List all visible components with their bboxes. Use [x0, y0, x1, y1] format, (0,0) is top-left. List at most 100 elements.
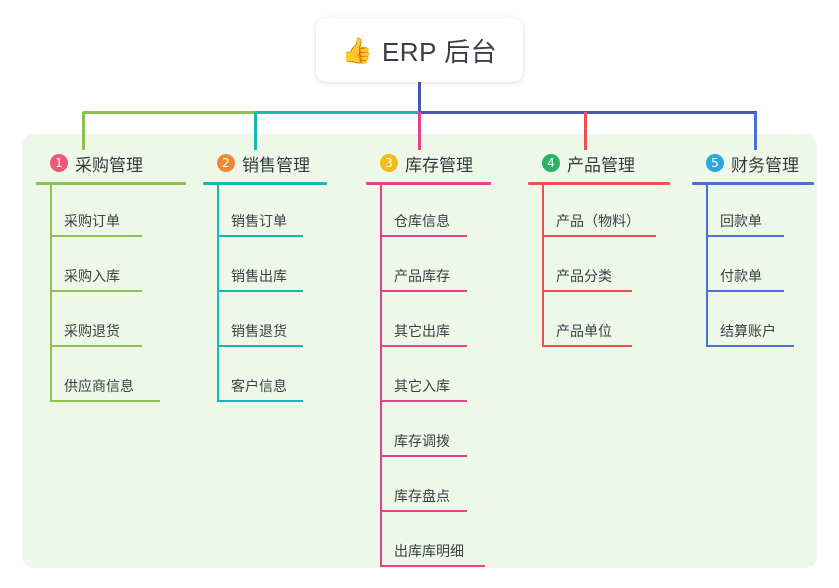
leaf-item[interactable]: 采购订单 [36, 185, 186, 240]
leaf-trunk-line-5 [706, 185, 708, 347]
leaf-item-underline [380, 455, 467, 457]
column-header-5[interactable]: 5 财务管理 [692, 150, 814, 176]
leaf-item-underline [217, 290, 303, 292]
leaf-item[interactable]: 采购退货 [36, 295, 186, 350]
leaf-item-label: 采购入库 [64, 268, 120, 284]
leaf-item[interactable]: 产品分类 [528, 240, 670, 295]
leaf-item[interactable]: 库存盘点 [366, 460, 491, 515]
leaf-item-label: 仓库信息 [394, 213, 450, 229]
leaf-item[interactable]: 仓库信息 [366, 185, 491, 240]
leaf-item[interactable]: 产品单位 [528, 295, 670, 350]
leaf-list-5: 回款单付款单结算账户 [692, 185, 814, 350]
leaf-item-underline [380, 345, 467, 347]
column-badge-icon-1: 1 [50, 154, 68, 172]
column-title-2: 销售管理 [242, 155, 310, 175]
leaf-item-label: 产品单位 [556, 323, 612, 339]
column-title-5: 财务管理 [731, 155, 799, 175]
column-3: 3 库存管理仓库信息产品库存其它出库其它入库库存调拨库存盘点出库库明细 [366, 150, 491, 570]
leaf-item-underline [380, 565, 485, 567]
leaf-item-label: 供应商信息 [64, 378, 134, 394]
leaf-item[interactable]: 产品库存 [366, 240, 491, 295]
leaf-item-underline [50, 345, 142, 347]
leaf-item[interactable]: 其它出库 [366, 295, 491, 350]
leaf-item-underline [380, 400, 467, 402]
column-title-1: 采购管理 [75, 155, 143, 175]
leaf-item-underline [542, 235, 656, 237]
leaf-item-underline [50, 290, 142, 292]
column-title-4: 产品管理 [567, 155, 635, 175]
leaf-item-underline [217, 235, 303, 237]
leaf-list-3: 仓库信息产品库存其它出库其它入库库存调拨库存盘点出库库明细 [366, 185, 491, 570]
leaf-item-label: 库存调拨 [394, 433, 450, 449]
column-header-3[interactable]: 3 库存管理 [366, 150, 491, 176]
leaf-item-underline [380, 510, 467, 512]
leaf-item-label: 销售出库 [231, 268, 287, 284]
leaf-item-underline [50, 400, 160, 402]
column-header-4[interactable]: 4 产品管理 [528, 150, 670, 176]
leaf-item-underline [380, 235, 467, 237]
leaf-item-underline [217, 400, 303, 402]
column-rule-2 [203, 182, 327, 185]
leaf-item-underline [50, 235, 142, 237]
leaf-item-underline [706, 235, 784, 237]
content-panel [22, 134, 817, 568]
leaf-trunk-line-1 [50, 185, 52, 402]
leaf-item-label: 其它入库 [394, 378, 450, 394]
root-node[interactable]: 👍 ERP 后台 [316, 18, 523, 82]
leaf-list-4: 产品（物料） 产品分类产品单位 [528, 185, 670, 350]
leaf-item[interactable]: 销售出库 [203, 240, 327, 295]
leaf-item-underline [380, 290, 467, 292]
leaf-trunk-line-2 [217, 185, 219, 402]
leaf-item-label: 采购退货 [64, 323, 120, 339]
leaf-item[interactable]: 其它入库 [366, 350, 491, 405]
leaf-item[interactable]: 结算账户 [692, 295, 814, 350]
leaf-item-underline [542, 345, 632, 347]
column-rule-3 [366, 182, 491, 185]
leaf-item[interactable]: 付款单 [692, 240, 814, 295]
column-1: 1 采购管理采购订单采购入库采购退货供应商信息 [36, 150, 186, 405]
leaf-item-label: 产品（物料） [556, 213, 640, 229]
column-rule-5 [692, 182, 814, 185]
leaf-item[interactable]: 供应商信息 [36, 350, 186, 405]
leaf-trunk-line-3 [380, 185, 382, 567]
leaf-item[interactable]: 客户信息 [203, 350, 327, 405]
leaf-list-2: 销售订单销售出库销售退货客户信息 [203, 185, 327, 405]
leaf-item-label: 出库库明细 [394, 543, 464, 559]
leaf-item[interactable]: 出库库明细 [366, 515, 491, 570]
leaf-item[interactable]: 库存调拨 [366, 405, 491, 460]
leaf-item-label: 销售退货 [231, 323, 287, 339]
leaf-item[interactable]: 产品（物料） [528, 185, 670, 240]
leaf-item-underline [706, 345, 794, 347]
column-badge-icon-2: 2 [217, 154, 235, 172]
leaf-item-label: 结算账户 [720, 323, 776, 339]
column-badge-icon-5: 5 [706, 154, 724, 172]
leaf-item-underline [217, 345, 303, 347]
column-4: 4 产品管理产品（物料） 产品分类产品单位 [528, 150, 670, 350]
column-header-2[interactable]: 2 销售管理 [203, 150, 327, 176]
column-badge-icon-4: 4 [542, 154, 560, 172]
column-badge-icon-3: 3 [380, 154, 398, 172]
column-5: 5 财务管理回款单付款单结算账户 [692, 150, 814, 350]
leaf-item-label: 其它出库 [394, 323, 450, 339]
leaf-item[interactable]: 采购入库 [36, 240, 186, 295]
leaf-item-label: 客户信息 [231, 378, 287, 394]
column-header-1[interactable]: 1 采购管理 [36, 150, 186, 176]
root-title: ERP 后台 [381, 36, 498, 67]
leaf-item-underline [706, 290, 784, 292]
leaf-item[interactable]: 销售退货 [203, 295, 327, 350]
leaf-item[interactable]: 回款单 [692, 185, 814, 240]
leaf-trunk-line-4 [542, 185, 544, 347]
thumbs-up-icon: 👍 [341, 36, 373, 65]
leaf-list-1: 采购订单采购入库采购退货供应商信息 [36, 185, 186, 405]
leaf-item-label: 回款单 [720, 213, 762, 229]
leaf-item[interactable]: 销售订单 [203, 185, 327, 240]
column-rule-1 [36, 182, 186, 185]
column-title-3: 库存管理 [405, 155, 473, 175]
column-2: 2 销售管理销售订单销售出库销售退货客户信息 [203, 150, 327, 405]
leaf-item-label: 产品分类 [556, 268, 612, 284]
leaf-item-label: 销售订单 [231, 213, 287, 229]
leaf-item-label: 付款单 [720, 268, 762, 284]
leaf-item-underline [542, 290, 632, 292]
leaf-item-label: 库存盘点 [394, 488, 450, 504]
